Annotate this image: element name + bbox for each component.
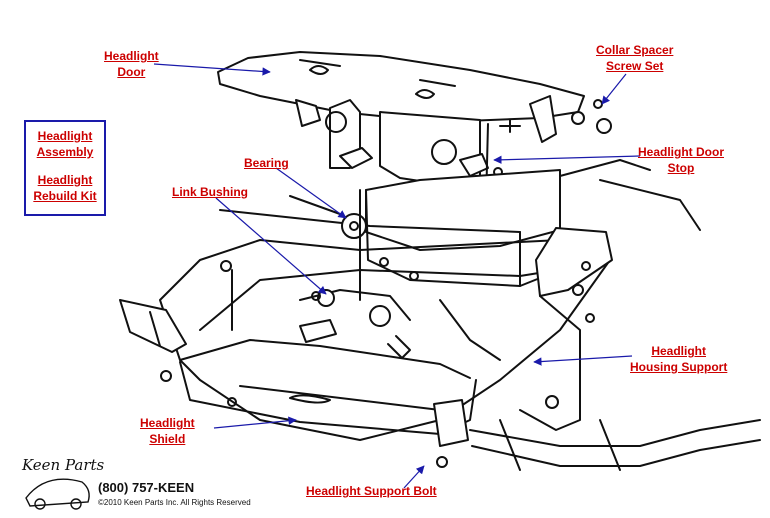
arrow-headlight-door-stop [493, 155, 641, 164]
arrow-headlight-door [153, 63, 271, 76]
label-headlight-door[interactable]: Headlight Door [104, 48, 159, 80]
label-line: Headlight [140, 416, 195, 430]
leader-arrows [153, 63, 641, 489]
arrow-housing-support [533, 355, 633, 366]
label-link-bushing[interactable]: Link Bushing [172, 185, 248, 199]
arrow-support-bolt [403, 465, 425, 489]
label-line: Door [117, 65, 146, 79]
kit-box: Headlight Assembly Headlight Rebuild Kit [24, 120, 106, 216]
label-collar-spacer-screw-set[interactable]: Collar Spacer Screw Set [596, 42, 673, 74]
arrow-collar-spacer [601, 73, 627, 105]
label-line: Headlight [37, 129, 93, 143]
label-line: Screw Set [606, 59, 664, 73]
label-headlight-housing-support[interactable]: Headlight Housing Support [630, 343, 727, 375]
phone-number: (800) 757-KEEN [98, 480, 195, 495]
label-bearing[interactable]: Bearing [244, 156, 289, 170]
arrow-link-bushing [215, 197, 327, 295]
label-line: Headlight [37, 173, 93, 187]
label-line: Headlight [651, 344, 706, 358]
label-line: Shield [149, 432, 186, 446]
label-line: Stop [667, 161, 695, 175]
arrow-bearing [275, 167, 347, 219]
link-headlight-assembly[interactable]: Headlight Assembly [26, 128, 104, 160]
label-line: Headlight [104, 49, 159, 63]
label-line: Headlight Door [638, 145, 724, 159]
copyright-text: ©2010 Keen Parts Inc. All Rights Reserve… [98, 498, 251, 507]
label-headlight-support-bolt[interactable]: Headlight Support Bolt [306, 484, 437, 498]
label-headlight-door-stop[interactable]: Headlight Door Stop [638, 144, 724, 176]
line-art [119, 51, 761, 471]
label-line: Collar Spacer [596, 43, 674, 57]
link-headlight-rebuild-kit[interactable]: Headlight Rebuild Kit [26, 172, 104, 204]
label-line: Rebuild Kit [33, 189, 97, 203]
label-line: Assembly [36, 145, 94, 159]
keen-parts-logo [25, 478, 90, 510]
arrow-headlight-shield [213, 416, 297, 429]
logo-text: Keen Parts [22, 456, 105, 474]
headlight-door-shape [217, 51, 585, 123]
label-line: Housing Support [630, 360, 728, 374]
label-headlight-shield[interactable]: Headlight Shield [140, 415, 195, 447]
